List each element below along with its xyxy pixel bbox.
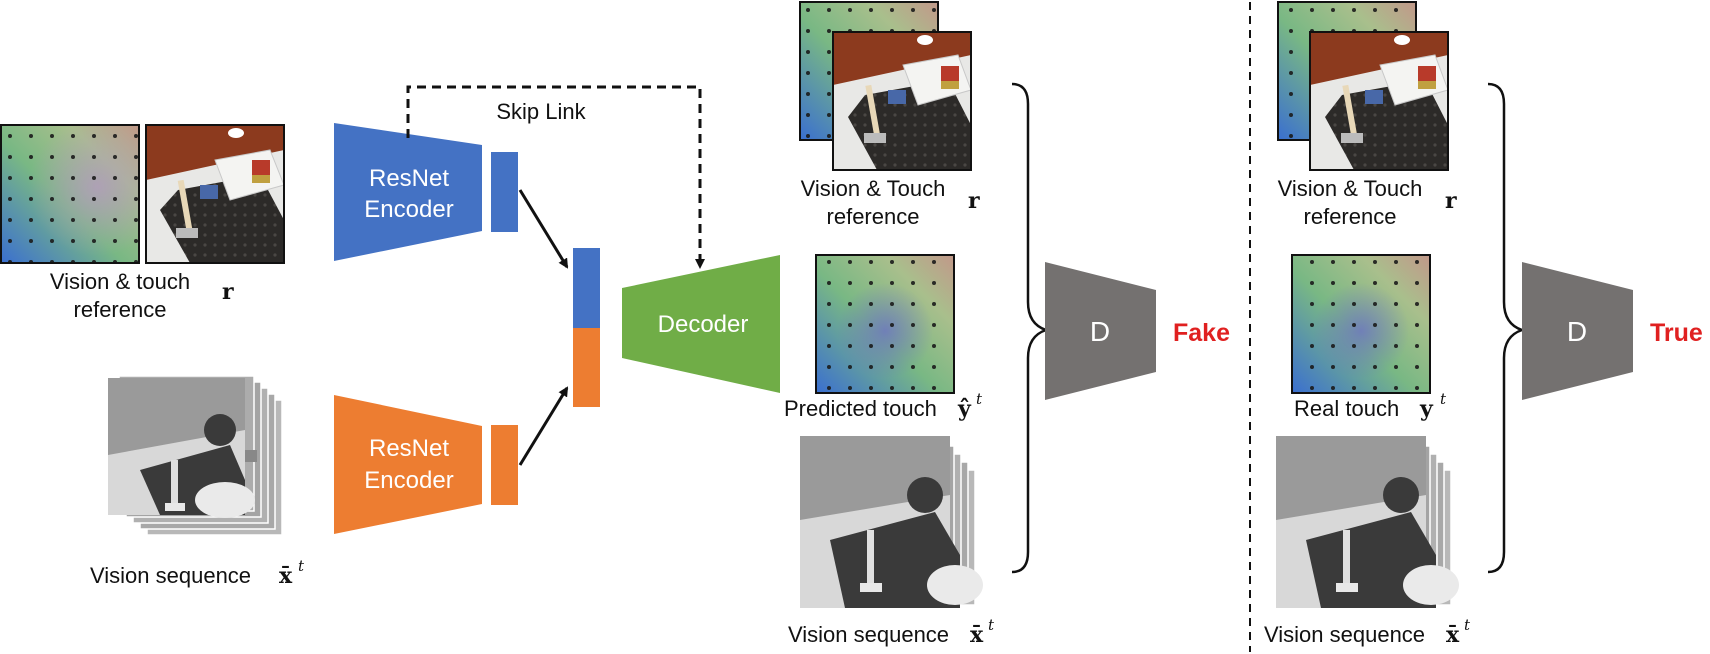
gen-reference-images xyxy=(0,124,285,264)
concatenated-feature xyxy=(573,248,600,407)
arrow-bottom-to-concat xyxy=(518,386,569,466)
gen-reference-symbol: r xyxy=(222,279,234,305)
gen-vision-seq-label: Vision sequence xyxy=(90,563,251,588)
true-reference-label-line1: Vision & Touch xyxy=(1278,176,1423,201)
gen-vision-seq-sup: t xyxy=(298,557,305,575)
gen-reference-label-line1: Vision & touch xyxy=(50,269,190,294)
gen-reference-label-line2: reference xyxy=(74,297,167,322)
fake-reference-label-line2: reference xyxy=(827,204,920,229)
real-touch-symbol: y xyxy=(1419,396,1434,422)
decoder-block xyxy=(622,255,780,393)
predicted-touch-sup: t xyxy=(976,390,983,408)
true-vision-seq-label: Vision sequence xyxy=(1264,622,1425,647)
encoder-top-label-line1: ResNet xyxy=(369,165,449,192)
gen-vision-frame xyxy=(108,378,257,518)
encoder-top-label-line2: Encoder xyxy=(364,196,453,223)
predicted-touch-symbol: ŷ xyxy=(957,396,972,422)
skip-link-label: Skip Link xyxy=(496,99,586,124)
scene-image xyxy=(145,124,285,264)
real-touch-image xyxy=(1291,254,1431,394)
arrow-top-to-concat xyxy=(518,189,569,269)
fake-verdict: Fake xyxy=(1173,319,1230,347)
fake-vision-seq-label: Vision sequence xyxy=(788,622,949,647)
encoder-bottom-label-line2: Encoder xyxy=(364,467,453,494)
true-discriminator-label: D xyxy=(1567,316,1587,347)
fake-vision-sequence-stack xyxy=(800,436,983,608)
true-discriminator xyxy=(1522,262,1633,400)
true-verdict: True xyxy=(1650,319,1703,347)
fake-discriminator-label: D xyxy=(1090,316,1110,347)
gen-vision-sequence-stack xyxy=(108,375,283,536)
true-vision-seq-sup: t xyxy=(1464,616,1471,634)
encoder-vision-sequence xyxy=(334,395,518,534)
real-touch-sup: t xyxy=(1440,390,1447,408)
fake-reference-label-line1: Vision & Touch xyxy=(801,176,946,201)
fake-discriminator xyxy=(1045,262,1156,400)
real-touch-label: Real touch xyxy=(1294,396,1399,421)
true-vision-sequence-stack xyxy=(1276,436,1459,608)
fake-reference-images xyxy=(799,1,972,171)
gen-vision-seq-symbol: x̄ xyxy=(279,563,293,589)
encoder-vision-touch xyxy=(334,123,518,261)
touch-image xyxy=(0,124,140,264)
fake-vision-seq-symbol: x̄ xyxy=(970,622,984,648)
predicted-touch-label: Predicted touch xyxy=(784,396,937,421)
true-reference-label-line2: reference xyxy=(1304,204,1397,229)
true-reference-images xyxy=(1277,1,1449,171)
decoder-label: Decoder xyxy=(658,311,749,338)
fake-brace xyxy=(1011,82,1050,574)
fake-vision-seq-sup: t xyxy=(988,616,995,634)
skip-link-arrow xyxy=(406,85,705,269)
true-reference-symbol: r xyxy=(1445,188,1457,214)
encoder-bottom-label-line1: ResNet xyxy=(369,435,449,462)
true-brace xyxy=(1487,82,1526,574)
predicted-touch-image xyxy=(815,254,955,394)
true-vision-seq-symbol: x̄ xyxy=(1446,622,1460,648)
fake-reference-symbol: r xyxy=(968,188,980,214)
